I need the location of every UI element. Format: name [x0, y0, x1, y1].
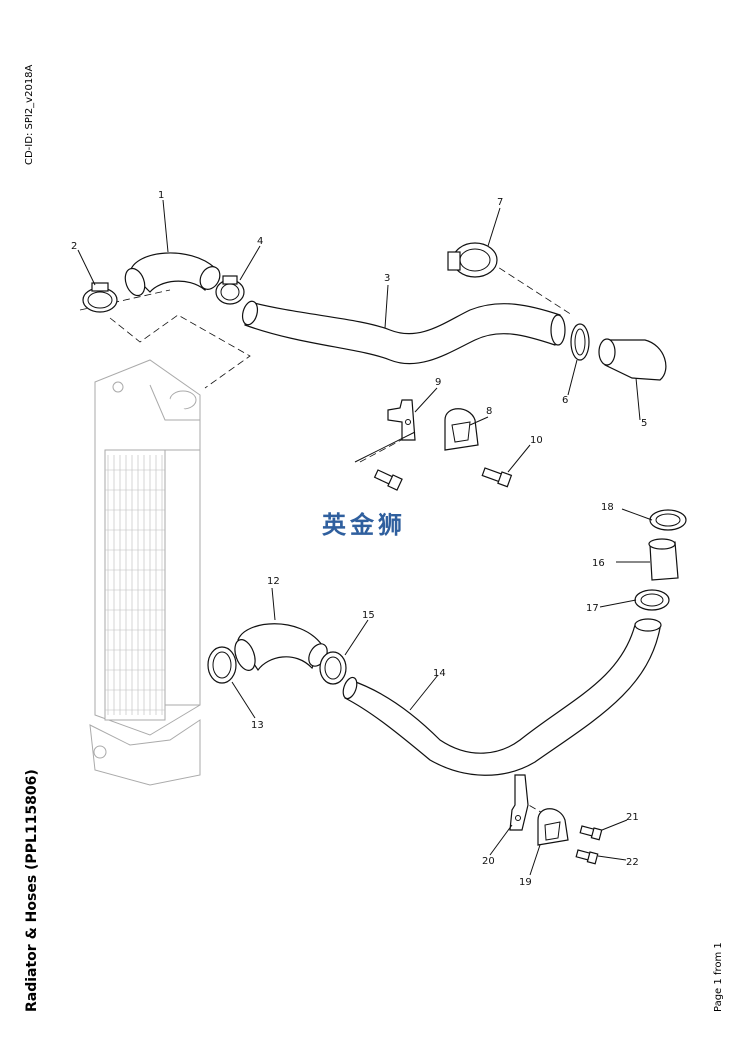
- elbow-hose-part-12: [234, 623, 328, 672]
- callout-7: 7: [497, 197, 503, 208]
- clamp-part-17: [634, 589, 670, 611]
- bolt-part-10: [481, 467, 513, 488]
- callout-3: 3: [384, 273, 390, 284]
- mount-part-19: [537, 808, 569, 846]
- callout-14: 14: [433, 668, 446, 679]
- bolt-part-21: [579, 825, 603, 841]
- mount-part-8: [444, 408, 479, 451]
- clamp-part-15: [319, 651, 347, 685]
- callout-8: 8: [486, 406, 492, 417]
- callout-2: 2: [71, 241, 77, 252]
- callout-22: 22: [626, 857, 639, 868]
- bolt-part-22: [575, 849, 599, 865]
- clamp-part-13: [207, 646, 237, 684]
- callout-16: 16: [592, 558, 605, 569]
- callout-12: 12: [267, 576, 280, 587]
- clamp-part-7: [447, 242, 498, 278]
- clamp-part-18: [649, 509, 687, 531]
- bolt-near-part-9: [373, 469, 403, 491]
- radiator: [89, 359, 201, 786]
- callout-5: 5: [641, 418, 647, 429]
- elbow-hose-part-1: [124, 252, 221, 297]
- callout-19: 19: [519, 877, 532, 888]
- callout-18: 18: [601, 502, 614, 513]
- bracket-part-9: [387, 399, 416, 441]
- elbow-part-5: [598, 338, 667, 381]
- sleeve-part-16: [648, 538, 679, 581]
- callout-10: 10: [530, 435, 543, 446]
- callout-9: 9: [435, 377, 441, 388]
- callout-4: 4: [257, 236, 263, 247]
- callout-20: 20: [482, 856, 495, 867]
- clamp-part-4: [215, 275, 245, 305]
- watermark: 英金狮: [322, 511, 406, 539]
- bracket-part-20: [509, 774, 529, 831]
- callout-6: 6: [562, 395, 568, 406]
- callout-17: 17: [586, 603, 599, 614]
- callout-1: 1: [158, 190, 164, 201]
- callout-13: 13: [251, 720, 264, 731]
- callout-labels: 1 2 3 4 5 6 7 8 9 10 12 13 14 15 16 17 1…: [71, 190, 647, 888]
- callout-15: 15: [362, 610, 375, 621]
- leader-lines: [77, 199, 653, 876]
- callout-21: 21: [626, 812, 639, 823]
- hose-part-3: [241, 300, 566, 365]
- clamp-part-6: [570, 323, 590, 361]
- clamp-part-2: [82, 282, 118, 313]
- hose-part-14: [342, 618, 662, 776]
